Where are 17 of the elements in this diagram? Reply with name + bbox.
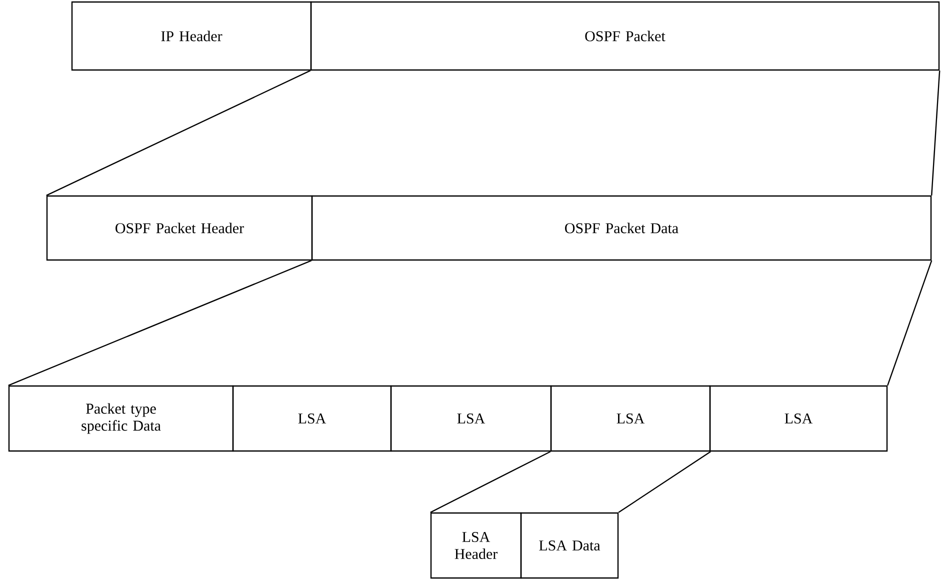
field-box: LSA <box>709 385 888 452</box>
field-box: OSPF Packet Header <box>46 195 313 261</box>
expansion-line <box>887 260 932 386</box>
field-box: LSA Header <box>430 512 522 579</box>
field-box: LSA <box>390 385 552 452</box>
expansion-line <box>8 260 312 386</box>
field-box: OSPF Packet Data <box>311 195 932 261</box>
expansion-line <box>46 70 311 196</box>
expansion-line <box>618 451 711 513</box>
field-box: OSPF Packet <box>310 1 940 71</box>
field-box: IP Header <box>71 1 312 71</box>
field-box: LSA <box>550 385 711 452</box>
field-box: Packet type specific Data <box>8 385 234 452</box>
expansion-line <box>430 451 551 513</box>
field-box: LSA <box>232 385 392 452</box>
field-box: LSA Data <box>520 512 619 579</box>
expansion-line <box>931 70 940 196</box>
